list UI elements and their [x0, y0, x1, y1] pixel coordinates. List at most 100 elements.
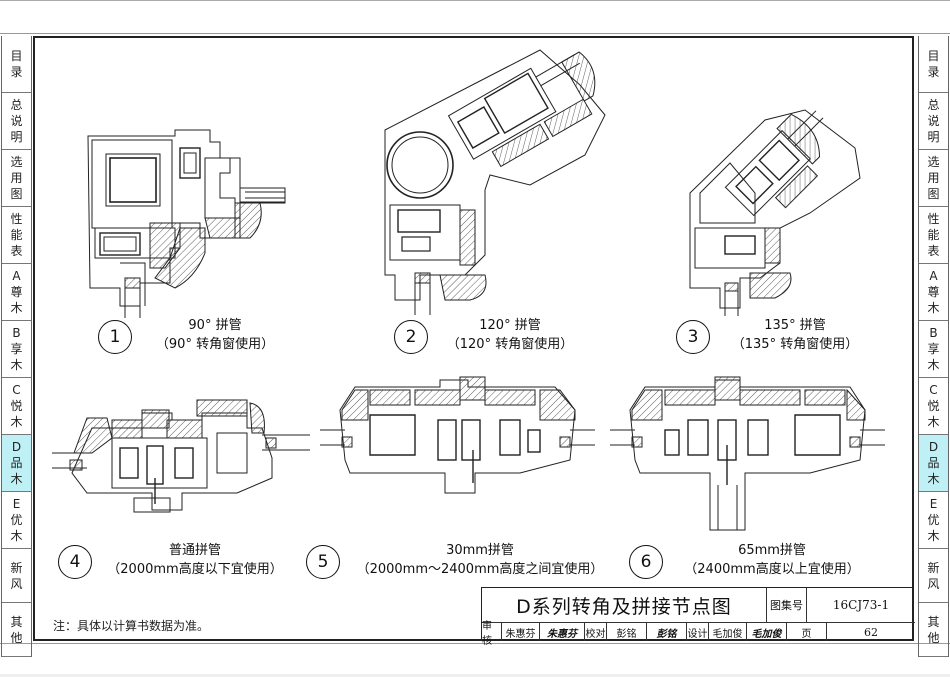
chapter-tab-2[interactable]: 选用图: [919, 150, 948, 207]
chapter-tab-char: 悦: [927, 399, 940, 413]
detail-1-caption: 90° 拼管 （90° 转角窗使用）: [140, 316, 290, 354]
detail-6-subtitle: （2400mm高度以上宜使用）: [684, 562, 860, 577]
detail-2-drawing: [384, 49, 606, 315]
bottom-band: [0, 674, 950, 677]
chapter-tab-1[interactable]: 总说明: [2, 93, 31, 150]
chapter-tab-char: 明: [10, 130, 23, 144]
chapter-tab-0[interactable]: 目录: [919, 36, 948, 93]
chapter-tab-char: 用: [10, 171, 23, 185]
chapter-tab-10[interactable]: 其他: [919, 603, 948, 657]
detail-4-title: 普通拼管: [168, 543, 221, 558]
chapter-tab-char: 选: [927, 155, 940, 169]
chapter-tab-9[interactable]: 新风: [919, 549, 948, 603]
drawing-title: D系列转角及拼接节点图: [482, 588, 767, 622]
signature-row: 审核 朱惠芬 朱惠芬 校对 彭铭 彭铭 设计 毛加俊 毛加俊 页 62: [482, 621, 915, 647]
chapter-tab-char: 其: [927, 614, 940, 629]
chapter-tab-3[interactable]: 性能表: [919, 207, 948, 264]
chapter-tab-char: A: [12, 269, 21, 283]
chapter-tab-char: 新: [10, 560, 23, 575]
chapter-tab-char: 悦: [10, 399, 23, 413]
checker-signature: 彭铭: [647, 623, 687, 641]
check-label: 校对: [585, 623, 607, 641]
chapter-tab-char: 说: [927, 114, 940, 128]
chapter-tab-char: 表: [10, 244, 23, 258]
detail-6-drawing: [610, 376, 885, 531]
detail-4-caption: 普通拼管 （2000mm高度以下宜使用）: [100, 541, 290, 579]
designer-signature: 毛加俊: [747, 623, 787, 641]
chapter-tab-char: E: [12, 497, 21, 511]
detail-5-number: 5: [306, 545, 340, 579]
design-label: 设计: [687, 623, 709, 641]
note-text: 注：具体以计算书数据为准。: [53, 619, 210, 633]
page-top-line: [0, 33, 950, 34]
page-label: 页: [787, 623, 827, 641]
detail-2-caption: 120° 拼管 （120° 转角窗使用）: [435, 316, 585, 354]
chapter-tab-char: 尊: [10, 285, 23, 299]
chapter-tab-10[interactable]: 其他: [2, 603, 31, 657]
chapter-tab-char: B: [929, 326, 938, 340]
atlas-number: 16CJ73-1: [832, 598, 890, 612]
title-block: D系列转角及拼接节点图 图集号 16CJ73-1 审核 朱惠芬 朱惠芬 校对 彭…: [481, 587, 915, 647]
detail-1-subtitle: （90° 转角窗使用）: [155, 337, 275, 352]
chapter-tab-char: 木: [927, 301, 940, 315]
chapter-tab-char: 明: [927, 130, 940, 144]
chapter-tab-char: D: [11, 440, 22, 454]
chapter-tab-char: 他: [927, 630, 940, 645]
chapter-tab-char: 表: [927, 244, 940, 258]
chapter-tab-char: D: [928, 440, 939, 454]
reviewer-name: 朱惠芬: [502, 623, 540, 641]
chapter-tab-char: E: [929, 497, 938, 511]
chapter-tab-char: 性: [10, 212, 23, 226]
chapter-tab-char: 录: [927, 65, 940, 79]
designer-name: 毛加俊: [709, 623, 747, 641]
chapter-tab-char: 木: [927, 472, 940, 486]
detail-3-subtitle: （135° 转角窗使用）: [731, 337, 859, 352]
detail-6-title: 65mm拼管: [738, 543, 806, 558]
chapter-tab-char: 总: [10, 98, 23, 112]
detail-2-subtitle: （120° 转角窗使用）: [446, 337, 574, 352]
chapter-tab-9[interactable]: 新风: [2, 549, 31, 603]
chapter-tab-char: 他: [10, 630, 23, 645]
chapter-tab-char: 录: [10, 65, 23, 79]
chapter-tab-2[interactable]: 选用图: [2, 150, 31, 207]
chapter-tab-char: 尊: [927, 285, 940, 299]
chapter-tab-char: 品: [10, 456, 23, 470]
detail-1-title: 90° 拼管: [188, 318, 242, 333]
chapter-tab-char: 能: [10, 228, 23, 242]
detail-3-caption: 135° 拼管 （135° 转角窗使用）: [720, 316, 870, 354]
chapter-tab-1[interactable]: 总说明: [919, 93, 948, 150]
chapter-tab-char: 享: [10, 342, 23, 356]
chapter-tab-char: 目: [10, 49, 23, 63]
chapter-tab-char: 图: [10, 187, 23, 201]
detail-3-drawing: [689, 109, 861, 316]
detail-4-drawing: [52, 399, 310, 513]
detail-3-title: 135° 拼管: [764, 318, 826, 333]
chapter-tab-char: 其: [10, 614, 23, 629]
chapter-tab-char: 风: [927, 576, 940, 591]
detail-2-number: 2: [394, 320, 428, 354]
chapter-tab-char: 享: [927, 342, 940, 356]
chapter-tab-char: 选: [10, 155, 23, 169]
chapter-tab-char: 优: [927, 513, 940, 527]
page-bottom-line: [0, 643, 950, 644]
chapter-tab-char: 新: [927, 560, 940, 575]
chapter-tab-0[interactable]: 目录: [2, 36, 31, 93]
chapter-tab-char: 目: [927, 49, 940, 63]
chapter-tab-char: 品: [927, 456, 940, 470]
detail-5-title: 30mm拼管: [446, 543, 514, 558]
drawing-frame: [33, 36, 914, 641]
chapter-tab-char: 优: [10, 513, 23, 527]
chapter-tab-3[interactable]: 性能表: [2, 207, 31, 264]
detail-6-number: 6: [629, 545, 663, 579]
